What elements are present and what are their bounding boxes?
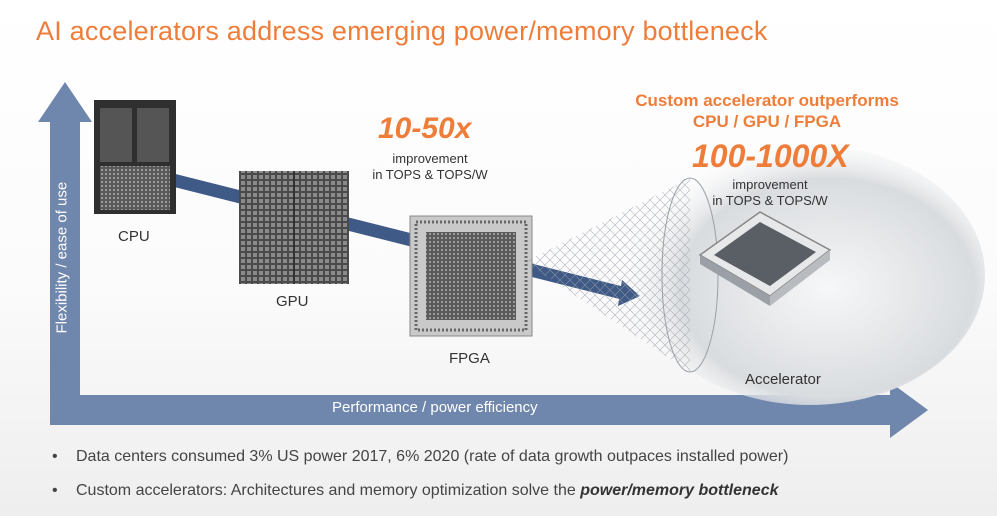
fpga-chip-image: [409, 215, 533, 337]
fpga-improvement-text: improvement in TOPS & TOPS/W: [360, 151, 500, 183]
accelerator-headline: Custom accelerator outperforms CPU / GPU…: [612, 90, 922, 132]
accelerator-chip-image: [525, 145, 985, 405]
bullet-text-2: Custom accelerators: Architectures and m…: [76, 482, 581, 499]
x-axis-arrow: [50, 382, 928, 438]
accelerator-improvement-line1: improvement: [732, 177, 808, 192]
accelerator-improvement-value: 100-1000X: [692, 138, 849, 174]
accelerator-improvement-text: improvement in TOPS & TOPS/W: [700, 177, 840, 209]
bullet-item: • Custom accelerators: Architectures and…: [52, 481, 982, 501]
accelerator-label: Accelerator: [745, 371, 821, 388]
fpga-label: FPGA: [449, 350, 490, 367]
bullet-dot: •: [52, 482, 58, 499]
slide-title: AI accelerators address emerging power/m…: [36, 16, 768, 46]
accelerator-headline-line2: CPU / GPU / FPGA: [692, 112, 842, 131]
cpu-label: CPU: [118, 228, 150, 245]
fpga-improvement-line1: improvement: [392, 151, 468, 166]
bullet-text-1: Data centers consumed 3% US power 2017, …: [76, 448, 789, 465]
accelerator-improvement-line2: in TOPS & TOPS/W: [712, 193, 828, 208]
fpga-improvement-value: 10-50x: [378, 112, 472, 145]
bullet-item: • Data centers consumed 3% US power 2017…: [52, 447, 982, 467]
bullet-text-2-emphasis: power/memory bottleneck: [580, 482, 779, 499]
x-axis-label: Performance / power efficiency: [332, 399, 538, 416]
y-axis-arrow: [38, 82, 92, 420]
accelerator-headline-line1: Custom accelerator outperforms: [635, 91, 899, 110]
bullet-dot: •: [52, 448, 58, 465]
y-axis-label: Flexibility / ease of use: [53, 181, 71, 334]
cpu-chip-image: [94, 100, 176, 214]
gpu-label: GPU: [276, 293, 309, 310]
fpga-improvement-line2: in TOPS & TOPS/W: [372, 167, 488, 182]
gpu-chip-image: [239, 171, 349, 284]
bullet-list: • Data centers consumed 3% US power 2017…: [52, 447, 982, 515]
